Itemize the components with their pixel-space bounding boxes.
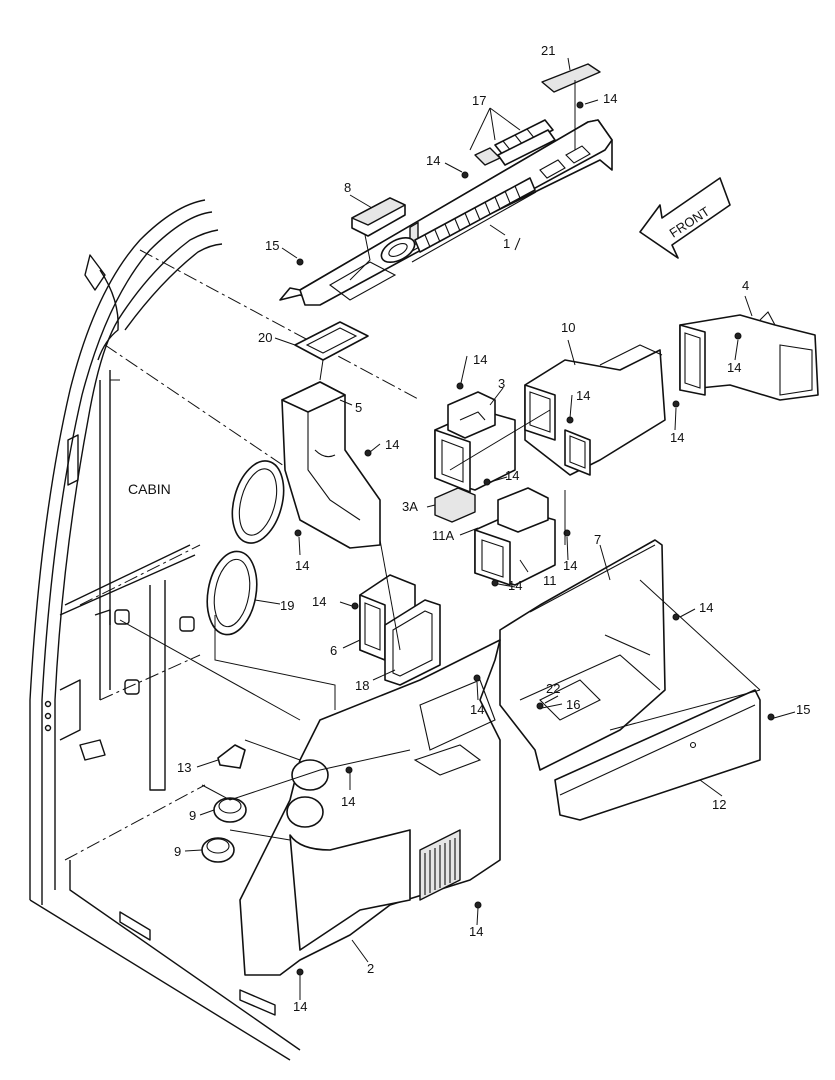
label-14-n: 14: [470, 702, 484, 717]
label-14-h: 14: [505, 468, 519, 483]
label-14-p: 14: [469, 924, 483, 939]
panel-holes: [286, 759, 329, 828]
label-3a: 3A: [402, 499, 418, 514]
label-14-o: 14: [341, 794, 355, 809]
label-14-d: 14: [727, 360, 741, 375]
label-14-j: 14: [563, 558, 577, 573]
label-5: 5: [355, 400, 362, 415]
label-18: 18: [355, 678, 369, 693]
part-19-oval-ring: [206, 550, 258, 636]
label-20: 20: [258, 330, 272, 345]
label-14-c: 14: [473, 352, 487, 367]
part-7-side-cover: [499, 539, 666, 771]
part-number-labels: 21 17 14 14 8 1 15 4 20 10 14 14 3 14 5 …: [174, 43, 810, 1014]
front-arrow: FRONT: [639, 177, 731, 259]
part-3a-block: [434, 487, 476, 523]
part-12-panel: [554, 689, 761, 821]
label-6: 6: [330, 643, 337, 658]
part-5-duct: [281, 381, 381, 549]
label-14-f: 14: [670, 430, 684, 445]
label-14-g: 14: [385, 437, 399, 452]
label-17: 17: [472, 93, 486, 108]
label-15-a: 15: [265, 238, 279, 253]
label-12: 12: [712, 797, 726, 812]
label-9-a: 9: [189, 808, 196, 823]
part-9-plugs: [201, 797, 247, 863]
part-21-label: [541, 63, 601, 93]
lower-panel-grille: [419, 829, 461, 901]
label-14-m: 14: [699, 600, 713, 615]
label-11a: 11A: [432, 528, 454, 543]
label-22: 22: [546, 681, 560, 696]
part-10-duct-box: [524, 344, 666, 476]
label-9-b: 9: [174, 844, 181, 859]
part-3-blower-housing: [434, 391, 516, 493]
part-8-cover: [351, 197, 406, 237]
cabin-label: CABIN: [128, 481, 171, 497]
part-18-gasket: [384, 599, 441, 686]
label-14-i: 14: [295, 558, 309, 573]
label-14-q: 14: [293, 999, 307, 1014]
roof-vent-grille: [414, 177, 536, 253]
label-1: 1: [503, 236, 510, 251]
label-16: 16: [566, 697, 580, 712]
part-13-clip: [217, 744, 246, 769]
label-11: 11: [543, 573, 557, 588]
label-8: 8: [344, 180, 351, 195]
part-4-duct-elbow: [679, 311, 819, 401]
part-11-blower-housing: [474, 487, 556, 586]
part-1-roof-panel: [279, 119, 613, 306]
label-21: 21: [541, 43, 555, 58]
label-14-a: 14: [603, 91, 617, 106]
label-14-l: 14: [312, 594, 326, 609]
label-14-b: 14: [426, 153, 440, 168]
label-14-k: 14: [508, 578, 522, 593]
label-10: 10: [561, 320, 575, 335]
label-14-e: 14: [576, 388, 590, 403]
part-2-lower-panel: [239, 639, 501, 976]
screw-icons: [294, 101, 775, 976]
part-19-oval-seal: [231, 460, 285, 544]
leader-lines: [119, 57, 796, 1000]
cabin-frame: [29, 199, 421, 1061]
label-2: 2: [367, 961, 374, 976]
label-7: 7: [594, 532, 601, 547]
label-13: 13: [177, 760, 191, 775]
part-20-gasket: [294, 321, 369, 361]
label-4: 4: [742, 278, 749, 293]
part-17-vent-grilles: [474, 119, 556, 166]
label-19: 19: [280, 598, 294, 613]
label-15-b: 15: [796, 702, 810, 717]
label-3: 3: [498, 376, 505, 391]
